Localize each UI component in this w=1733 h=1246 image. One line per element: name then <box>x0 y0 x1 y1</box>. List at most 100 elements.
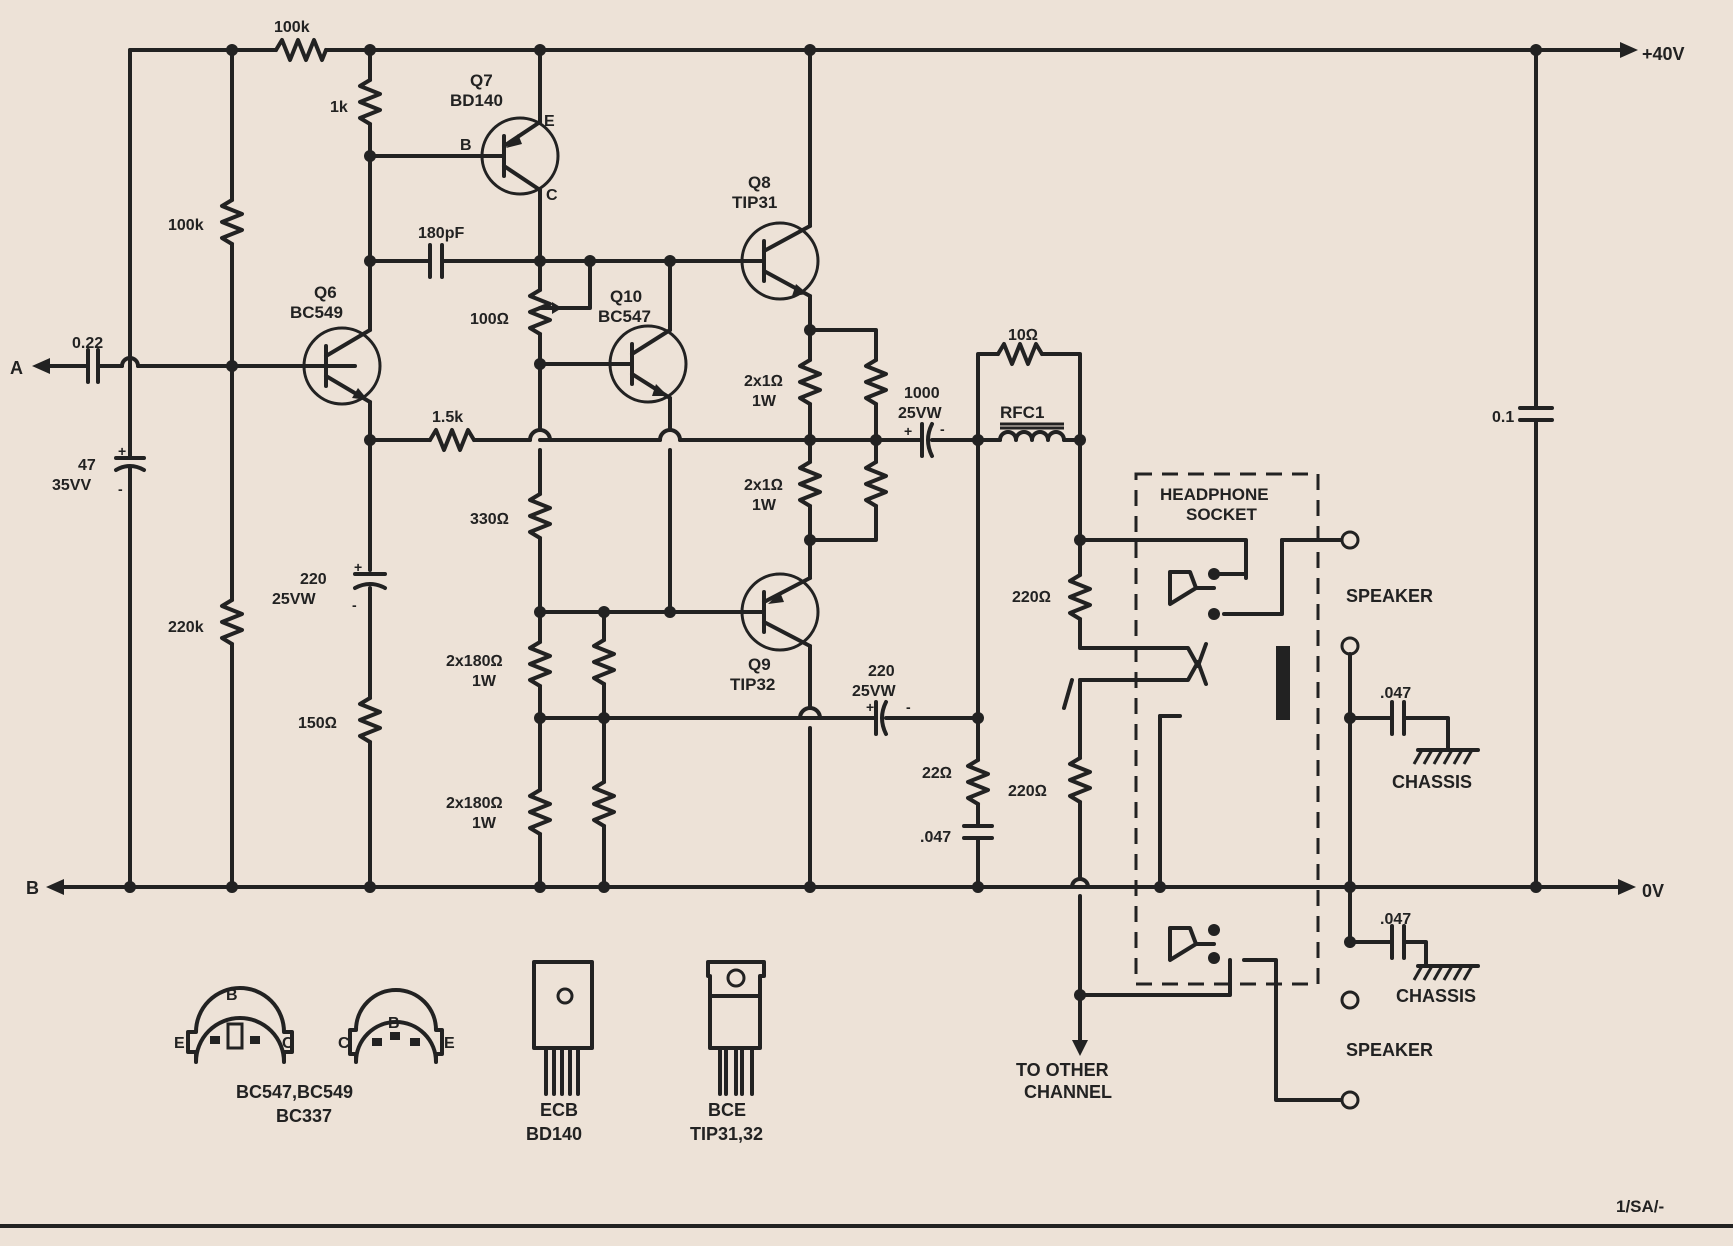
c-47-label-1: 47 <box>78 457 96 474</box>
q6-ref: Q6 <box>314 283 337 302</box>
chassis-a-label: CHASSIS <box>1392 772 1472 792</box>
vbe-multiplier-column <box>528 48 812 889</box>
q8-ref: Q8 <box>748 173 771 192</box>
socket-contacts <box>1168 568 1248 964</box>
q7-transistor <box>480 116 560 196</box>
q9-type: TIP32 <box>730 675 775 694</box>
r-2x180-a-label-2: 1W <box>472 673 497 690</box>
c-1000-plus: + <box>904 423 912 439</box>
r-2x1-b-label-1: 2x1Ω <box>744 477 783 494</box>
r-100-trim-label: 100Ω <box>470 311 509 328</box>
bias-divider <box>220 48 244 889</box>
resistor-column-180 <box>592 610 616 889</box>
c-47-minus: - <box>118 481 123 497</box>
to92-pinout-2 <box>348 988 444 1064</box>
c-01-label: 0.1 <box>1492 409 1514 426</box>
supply-decoupling <box>1518 48 1554 889</box>
r-220-b-label: 220Ω <box>1008 783 1047 800</box>
headphone-socket-box <box>1134 472 1320 986</box>
q9-ref: Q9 <box>748 655 771 674</box>
to92-caption-1: BC547,BC549 <box>236 1082 353 1102</box>
q6-transistor <box>302 326 382 406</box>
speaker-a-label: SPEAKER <box>1346 586 1433 606</box>
c-047-a-label: .047 <box>1380 685 1411 702</box>
c-220-minus: - <box>352 597 357 613</box>
r-10-label: 10Ω <box>1008 327 1038 344</box>
to92-pinout-1 <box>186 986 294 1064</box>
bd140-pins: ECB <box>540 1100 578 1120</box>
q8-transistor <box>740 221 820 301</box>
to92-pin-e1: E <box>174 1035 185 1052</box>
to92-pin-e2: E <box>444 1035 455 1052</box>
c-47-plus: + <box>118 443 126 459</box>
r-150-label: 150Ω <box>298 715 337 732</box>
chassis-b-label: CHASSIS <box>1396 986 1476 1006</box>
c-1000-label-2: 25VW <box>898 405 942 422</box>
c-1000-minus: - <box>940 421 945 437</box>
q7-pin-e: E <box>544 113 555 130</box>
to92-caption-2: BC337 <box>276 1106 332 1126</box>
input-b-label: B <box>26 878 39 898</box>
speaker-b-label: SPEAKER <box>1346 1040 1433 1060</box>
feedback-capacitor-branch <box>114 48 146 889</box>
c-180pf-label: 180pF <box>418 225 464 242</box>
c-047-b-label: .047 <box>1380 911 1411 928</box>
tip-pins: BCE <box>708 1100 746 1120</box>
q6-column <box>353 48 542 889</box>
positive-rail-label: +40V <box>1642 44 1685 64</box>
c-220-label-2: 25VW <box>272 591 316 608</box>
r-2x1-a-label-2: 1W <box>752 393 777 410</box>
c-047-zobel-label: .047 <box>920 829 951 846</box>
r-220-a-label: 220Ω <box>1012 589 1051 606</box>
q10-ref: Q10 <box>610 287 642 306</box>
to92-pin-c2: C <box>338 1035 350 1052</box>
r-100k-top-label: 100k <box>274 19 310 36</box>
tip-caption: TIP31,32 <box>690 1124 763 1144</box>
q10-transistor <box>588 259 688 614</box>
r-330-label: 330Ω <box>470 511 509 528</box>
q9-transistor <box>740 572 820 652</box>
q6-type: BC549 <box>290 303 343 322</box>
headphone-label-2: SOCKET <box>1186 505 1257 524</box>
q7-ref: Q7 <box>470 71 493 90</box>
c-220b-minus: - <box>906 699 911 715</box>
headphone-network <box>1062 438 1347 1102</box>
r-2x180-b-label-2: 1W <box>472 815 497 832</box>
q7-pin-c: C <box>546 187 558 204</box>
r-100k-bias-label: 100k <box>168 217 204 234</box>
c-1000-label-1: 1000 <box>904 385 940 402</box>
q10-type: BC547 <box>598 307 651 326</box>
r-22-label: 22Ω <box>922 765 952 782</box>
c-220b-label-2: 25VW <box>852 683 896 700</box>
rfc1-label: RFC1 <box>1000 403 1044 422</box>
zobel-network <box>962 342 1082 889</box>
ground-rail <box>46 879 1636 895</box>
bd140-pinout <box>532 960 594 1096</box>
q7-pin-b: B <box>460 137 472 154</box>
r-2x180-a-label-1: 2x180Ω <box>446 653 503 670</box>
output-stage <box>538 48 980 889</box>
c-220-plus: + <box>354 559 362 575</box>
c-022-label: 0.22 <box>72 335 103 352</box>
r-1k-label: 1k <box>330 99 348 116</box>
r-220k-label: 220k <box>168 619 204 636</box>
r-2x1-a-label-1: 2x1Ω <box>744 373 783 390</box>
other-channel-label-2: CHANNEL <box>1024 1082 1112 1102</box>
r-2x180-b-label-1: 2x180Ω <box>446 795 503 812</box>
speaker-terminals <box>1340 530 1480 1110</box>
c-220b-label-1: 220 <box>868 663 895 680</box>
bd140-caption: BD140 <box>526 1124 582 1144</box>
q7-type: BD140 <box>450 91 503 110</box>
headphone-label-1: HEADPHONE <box>1160 485 1269 504</box>
r-2x1-b-label-2: 1W <box>752 497 777 514</box>
other-channel-label-1: TO OTHER <box>1016 1060 1109 1080</box>
positive-rail <box>128 38 1638 62</box>
c-220b-plus: + <box>866 699 874 715</box>
r-1k5-label: 1.5k <box>432 409 463 426</box>
to92-pin-b2: B <box>388 1015 400 1032</box>
to92-pin-b: B <box>226 987 238 1004</box>
input-a-label: A <box>10 358 23 378</box>
q8-type: TIP31 <box>732 193 777 212</box>
to92-pin-c1: C <box>282 1035 294 1052</box>
